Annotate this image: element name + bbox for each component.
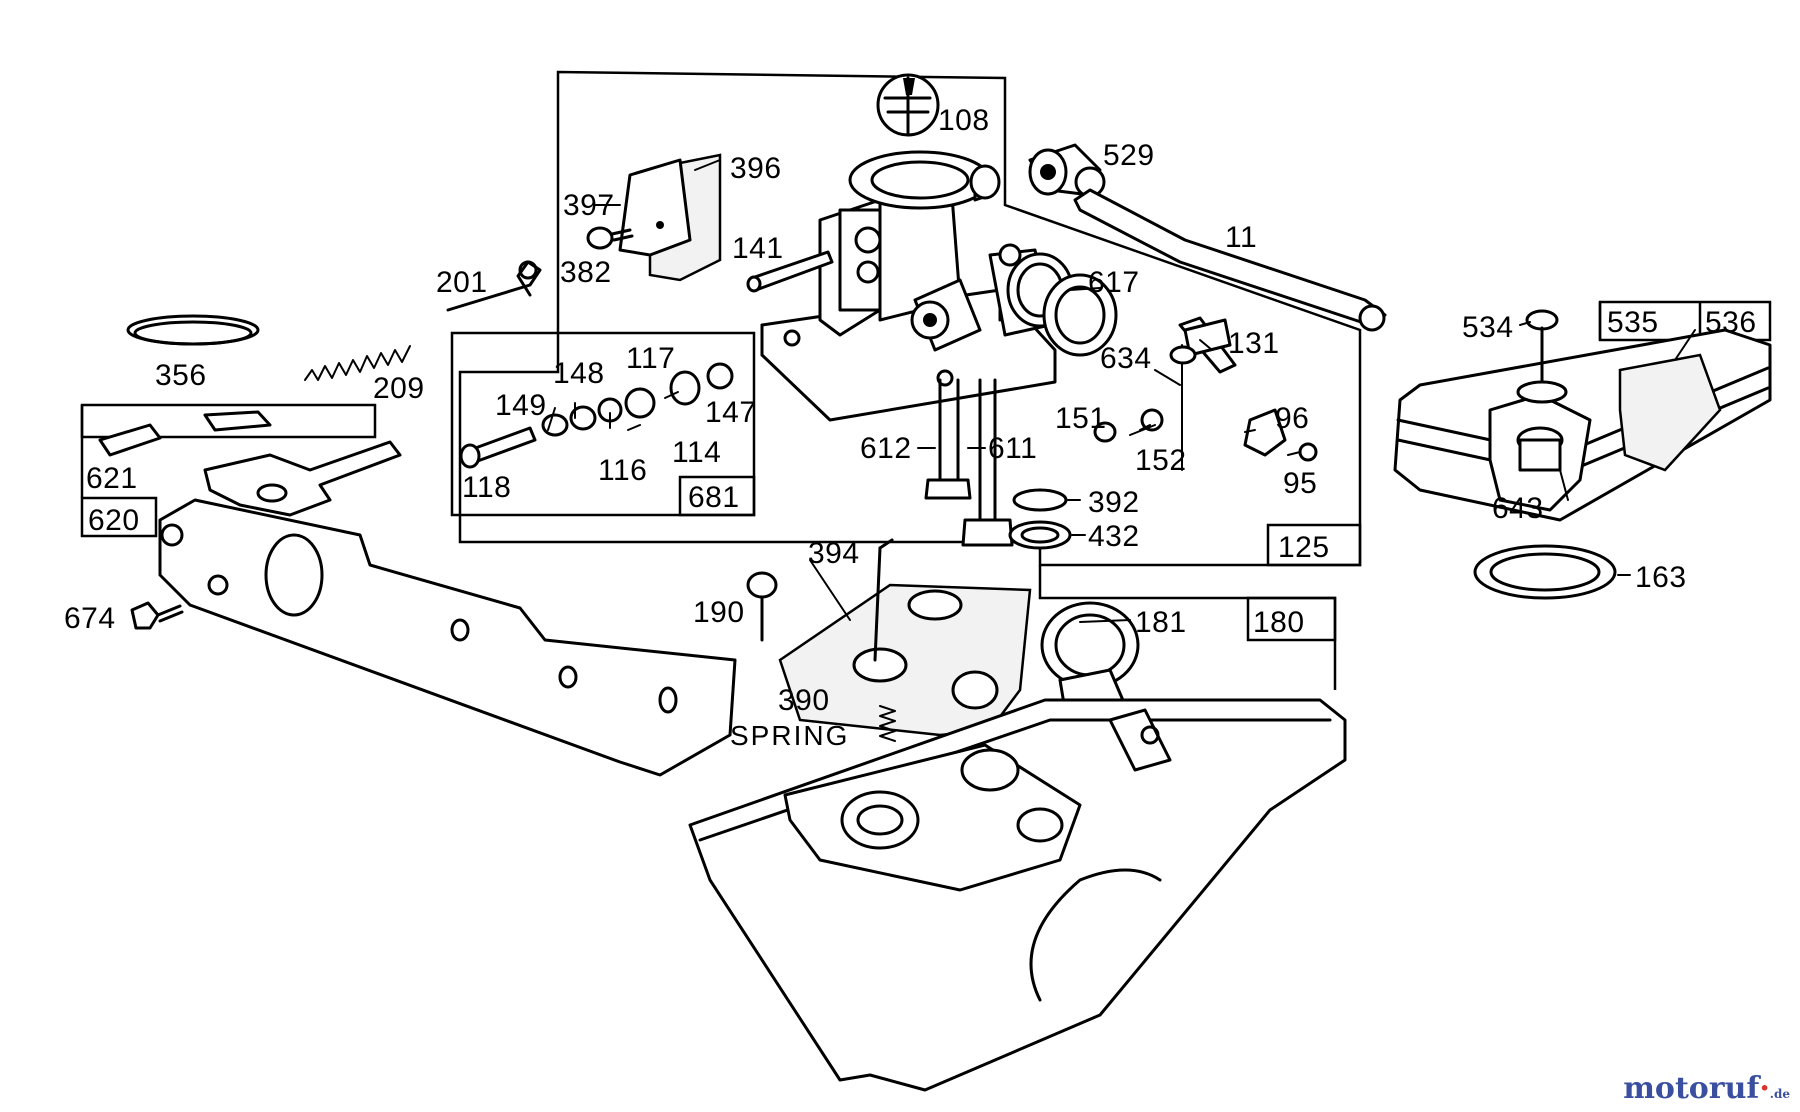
label-118: 118 [462,471,511,504]
label-209: 209 [373,372,425,405]
label-643: 643 [1492,492,1544,525]
part-number-labels: 108 396 397 529 382 141 11 201 617 534 5… [64,104,1757,751]
group-box-681 [450,331,756,517]
label-108: 108 [938,104,990,137]
part-356-spring [126,314,260,346]
label-180: 180 [1253,606,1305,639]
label-396: 396 [730,152,782,185]
box-label-681 [678,475,756,517]
label-612: 612 [860,432,912,465]
part-394-gasket [778,538,1032,737]
label-681: 681 [688,481,740,514]
box-label-125 [1266,523,1362,567]
label-634: 634 [1100,342,1152,375]
part-plate-left [158,498,737,777]
watermark-tld: .de [1769,1087,1790,1101]
label-151: 151 [1055,402,1107,435]
label-152: 152 [1135,444,1187,477]
label-95: 95 [1283,467,1317,500]
label-114: 114 [672,436,721,469]
label-11: 11 [1225,221,1257,254]
watermark-brand: motoruf [1623,1071,1760,1106]
part-108-choke [876,73,940,137]
label-149: 149 [495,389,547,422]
part-612-611-bolts [924,378,1014,547]
part-180-fuel-tank [688,698,1347,1092]
label-382: 382 [560,256,612,289]
label-674: 674 [64,602,116,635]
part-needle-valve-set [1093,316,1318,471]
part-air-cleaner-assembly [1393,309,1772,522]
label-147: 147 [705,396,757,429]
label-96: 96 [1275,402,1309,435]
label-181: 181 [1135,606,1187,639]
part-620-choke-assembly [98,410,402,517]
label-534: 534 [1462,311,1514,344]
part-163-gasket [1473,544,1617,600]
label-390: 390 [778,684,830,717]
label-116: 116 [598,454,647,487]
label-529: 529 [1103,139,1155,172]
label-617: 617 [1088,266,1140,299]
part-617-valve [1042,273,1118,357]
part-529-elbow [1028,143,1106,198]
box-label-180 [1246,596,1337,642]
label-611: 611 [988,432,1037,465]
label-432: 432 [1088,520,1140,553]
label-535: 535 [1607,306,1659,339]
watermark-dot: · [1759,1071,1770,1106]
box-label-620 [80,496,158,538]
part-11-fuel-pipe [1073,188,1387,332]
label-620: 620 [88,504,140,537]
label-117: 117 [626,342,675,375]
leader-lines [547,159,1696,623]
label-spring: SPRING [730,720,849,751]
kit-681-parts [459,362,734,469]
part-396-397-float [618,153,722,282]
watermark-logo: motoruf·.de [1623,1071,1790,1106]
part-209-spring [304,345,411,381]
label-131: 131 [1228,327,1280,360]
part-382-screw [586,226,634,250]
label-394: 394 [808,537,860,570]
label-148: 148 [553,357,605,390]
part-674-screw [130,601,184,630]
part-190-screw [746,571,778,642]
label-190: 190 [693,596,745,629]
part-390-spring [879,705,896,742]
part-201-link [446,260,542,312]
label-392: 392 [1088,486,1140,519]
label-536: 536 [1705,306,1757,339]
label-397: 397 [563,189,615,222]
label-141: 141 [732,232,784,265]
label-163: 163 [1635,561,1687,594]
label-356: 356 [155,359,207,392]
label-125: 125 [1278,531,1330,564]
part-141-pin [746,250,834,293]
label-201: 201 [436,266,488,299]
part-392-432-gaskets [1008,488,1072,550]
group-box-180 [1038,565,1337,690]
carburetor-body [760,150,1074,422]
label-621: 621 [86,462,138,495]
